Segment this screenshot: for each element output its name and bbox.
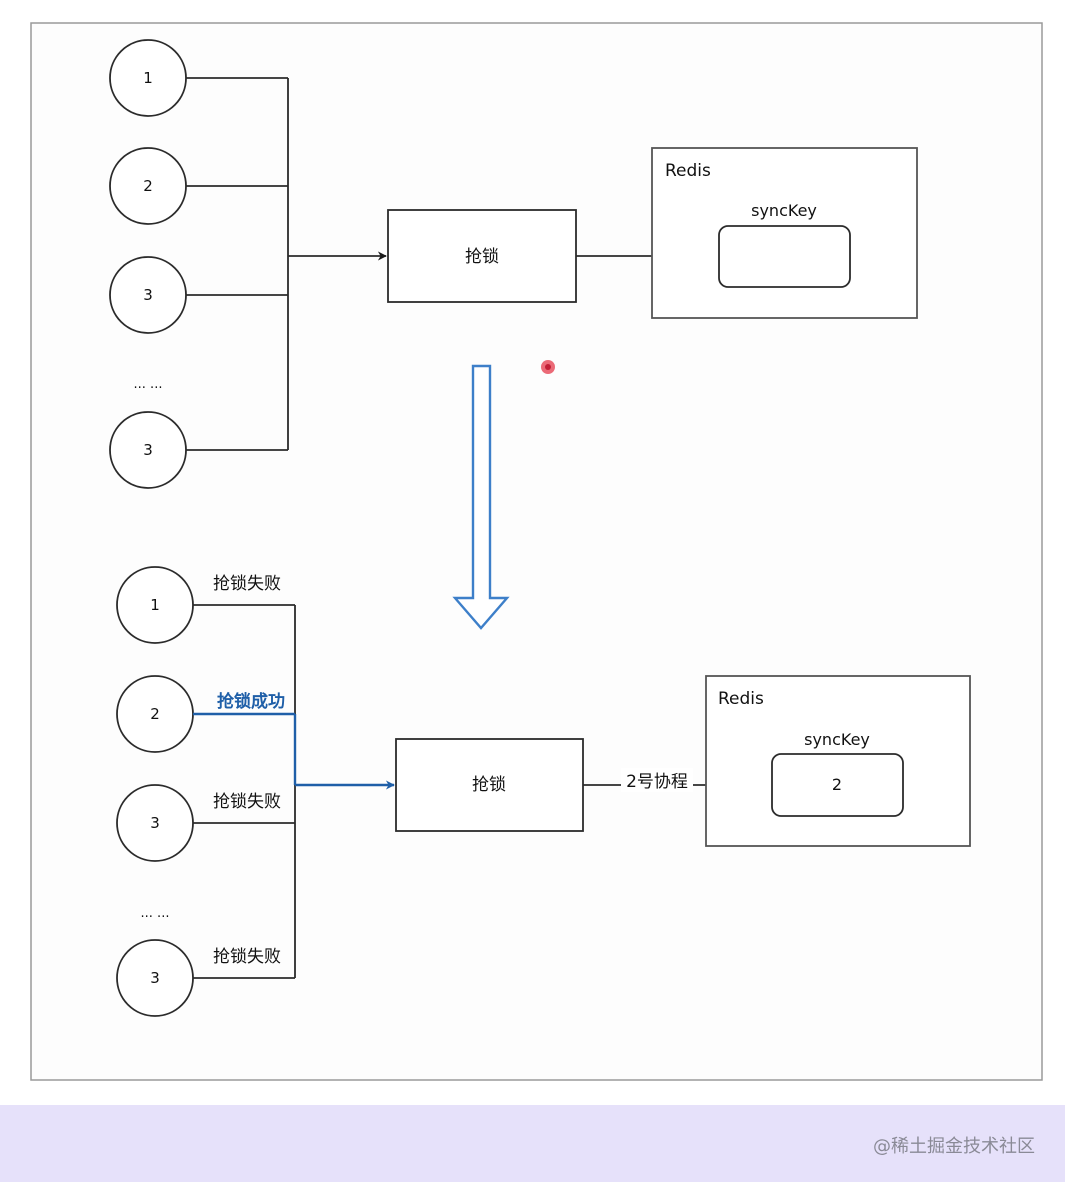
bottom-node-2-status: 抢锁成功 [217,691,285,712]
top-node-2 [109,147,187,225]
bottom-synckey-box [771,753,904,817]
cursor-indicator-core [545,364,551,370]
bottom-node-4-label: 3 [150,969,160,987]
top-section [109,39,918,489]
top-node-3 [109,256,187,334]
bottom-node-4-status: 抢锁失败 [213,947,281,967]
bottom-node-2-label: 2 [150,705,160,723]
bottom-redis-title: Redis [718,689,764,709]
bottom-node-3 [116,784,194,862]
top-synckey-box [718,225,851,288]
bottom-process-label: 抢锁 [472,775,506,795]
success-path [193,712,395,790]
top-process-box [387,209,577,303]
bottom-process-box [395,738,584,832]
top-synckey-label: syncKey [751,201,817,220]
top-node-2-label: 2 [143,177,153,195]
top-redis-title: Redis [665,161,711,181]
bottom-node-4 [116,939,194,1017]
bottom-edge-label: 2号协程 [626,772,688,792]
top-node-3-label: 3 [143,286,153,304]
bottom-ellipsis: ... ... [141,906,170,921]
top-process-label: 抢锁 [465,247,499,267]
footer-credit: @稀土掘金技术社区 [873,1136,1035,1157]
bottom-section [116,566,971,1017]
transition-down-arrow [452,364,510,630]
top-node-4 [109,411,187,489]
top-labels: 1 2 3 ... ... 3 抢锁 Redis syncKey [134,69,817,459]
top-ellipsis: ... ... [134,377,163,392]
bottom-node-1-label: 1 [150,596,160,614]
bottom-node-3-status: 抢锁失败 [213,792,281,812]
top-node-1-label: 1 [143,69,153,87]
bottom-node-1 [116,566,194,644]
bottom-node-1-status: 抢锁失败 [213,574,281,594]
bottom-synckey-value: 2 [832,775,842,794]
top-node-1 [109,39,187,117]
bottom-node-3-label: 3 [150,814,160,832]
bottom-labels: 1 2 3 ... ... 3 抢锁失败 抢锁成功 抢锁失败 抢锁失败 抢锁 2… [141,574,870,987]
bottom-synckey-label: syncKey [804,730,870,749]
edge-label-bg [621,768,693,792]
footer-bar: @稀土掘金技术社区 [0,1105,1065,1182]
top-node-4-label: 3 [143,441,153,459]
